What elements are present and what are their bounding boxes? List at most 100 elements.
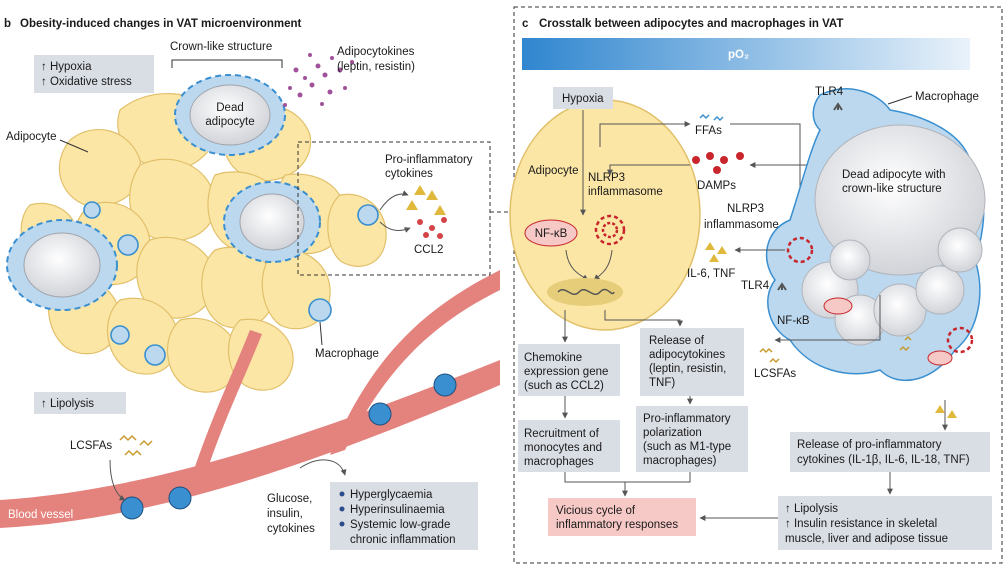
vicious-line-2: inflammatory responses (556, 519, 678, 531)
lcsfa-to-vessel-arrow (109, 459, 126, 501)
polarization-line-1: Pro-inflammatory (643, 413, 731, 425)
il6-label: IL-6, TNF (687, 268, 735, 280)
ccl2-dots (417, 217, 447, 239)
hypoxia-box-c (553, 87, 613, 109)
release-adipo-line-2: adipocytokines (649, 349, 725, 361)
polarization-line-4: macrophages) (643, 455, 717, 467)
nfkb-b-label: NF-κB (777, 315, 810, 327)
blood-vessel-label: Blood vessel (8, 509, 73, 521)
effects-list: Hyperglycaemia Hyperinsulinaemia Systemi… (339, 489, 455, 546)
polarization-line-3: (such as M1-type (643, 441, 731, 453)
release-cyto-line-2: cytokines (IL-1β, IL-6, IL-18, TNF) (797, 454, 970, 466)
glucose-label-1: Glucose, (267, 493, 312, 505)
macrophages (83, 201, 379, 366)
nlrp3-b-label-1: NLRP3 (727, 203, 764, 215)
crown-bracket (171, 59, 283, 68)
recruitment-line-3: macrophages (524, 456, 594, 468)
macrophage-pointer (319, 321, 323, 346)
effect-3: Systemic low-grade (350, 519, 450, 531)
damps-label: DAMPs (697, 180, 736, 192)
panel-c-title: Crosstalk between adipocytes and macroph… (539, 18, 843, 30)
panel-b-title: Obesity-induced changes in VAT microenvi… (20, 18, 302, 30)
nucleus-to-release (604, 310, 683, 327)
arrow-to-ccl2 (379, 221, 411, 233)
polarization-box (636, 406, 748, 472)
hypoxia-box (34, 55, 154, 93)
arrow-to-cytokines (379, 190, 409, 211)
release-cyto-box (790, 432, 990, 472)
po2-label: pO₂ (728, 49, 749, 61)
ffas-label: FFAs (695, 125, 722, 137)
glucose-arrow (299, 459, 347, 476)
blood-vessel (0, 360, 500, 528)
outcome-line-1: ↑ Lipolysis (785, 503, 838, 515)
proinflammatory-label-2: cytokines (385, 168, 433, 180)
recruitment-line-1: Recruitment of (524, 428, 600, 440)
effects-box (330, 482, 478, 550)
damps-stars (692, 152, 744, 174)
recruitment-line-2: monocytes and (524, 442, 602, 454)
outcome-line-3: muscle, liver and adipose tissue (785, 533, 948, 545)
polarization-line-2: polarization (643, 427, 702, 439)
release-adipo-line-4: TNF) (649, 377, 675, 389)
lipolysis-box (34, 392, 126, 414)
blood-cells (120, 373, 457, 520)
crown-label: Crown-like structure (170, 41, 272, 53)
vicious-box (548, 498, 696, 536)
macrophage-c-pointer (887, 95, 913, 105)
nfkb-b (823, 297, 853, 315)
tlr4-mid-icon (777, 282, 787, 291)
dead-adipocyte-label-1: Dead adipocyte with (842, 169, 946, 181)
inflammasome-a (594, 214, 626, 246)
zoom-box (297, 141, 491, 276)
panel-c-frame (513, 6, 1003, 564)
outcome-box (778, 496, 992, 550)
hypoxia-label: ↑ Hypoxia (41, 61, 92, 73)
chemokine-line-2: expression gene (524, 366, 608, 378)
outcome-line-2: ↑ Insulin resistance in skeletal (785, 518, 937, 530)
polarization-join (625, 472, 691, 483)
panel-b-letter: b (4, 18, 11, 30)
recruitment-join (564, 472, 626, 494)
crown-like-structure-top: Dead adipocyte (174, 74, 286, 156)
nfkb-a-label: NF-κB (535, 228, 568, 240)
nfkb-b2 (927, 350, 953, 366)
blood-vessel-branch-2 (330, 270, 500, 455)
crown-like-structure-middle (223, 181, 321, 263)
tlr4-top-icon (833, 102, 843, 111)
adipocytokine-dots (283, 53, 354, 107)
effect-2: Hyperinsulinaemia (350, 504, 445, 516)
glucose-label-2: insulin, (267, 508, 303, 520)
dna-icon (557, 288, 615, 295)
lcsfa-c-squiggles (759, 335, 912, 364)
lipolysis-label: ↑ Lipolysis (41, 398, 94, 410)
nlrp3-a-label-2: inflammasome (588, 186, 663, 198)
hypoxia-label-c: Hypoxia (562, 93, 604, 105)
adipocyte-pointer (59, 139, 89, 153)
adipocyte-to-ffas (599, 121, 691, 147)
tlr4-top-label: TLR4 (815, 86, 844, 98)
lcsfa-arrow (774, 295, 881, 343)
dead-adipocyte-label-2: adipocyte (205, 116, 254, 128)
chemokine-box (518, 344, 620, 396)
panel-c-letter: c (522, 18, 529, 30)
cytokine-triangles (406, 185, 446, 215)
nucleus (547, 278, 623, 306)
adipocyte-label-c: Adipocyte (528, 165, 579, 177)
crown-like-structure-left (6, 219, 118, 311)
lcsfa-squiggles (119, 434, 153, 457)
recruitment-box (518, 420, 620, 472)
chemokine-line-3: (such as CCL2) (524, 380, 604, 392)
lcsfas-label: LCSFAs (70, 440, 112, 452)
il6-triangles (705, 242, 727, 262)
lcsfas-label-c: LCSFAs (754, 368, 796, 380)
release-adipo-line-1: Release of (649, 335, 705, 347)
dead-adipocyte-label-1: Dead (216, 102, 244, 114)
macrophage-label: Macrophage (315, 348, 379, 360)
damps-to-adipocyte (607, 164, 690, 176)
adipocytokines-label-2: (leptin, resistin) (337, 61, 415, 73)
release-cyto-line-1: Release of pro-inflammatory (797, 439, 942, 451)
nlrp3-b-label-2: inflammasome (704, 219, 779, 231)
